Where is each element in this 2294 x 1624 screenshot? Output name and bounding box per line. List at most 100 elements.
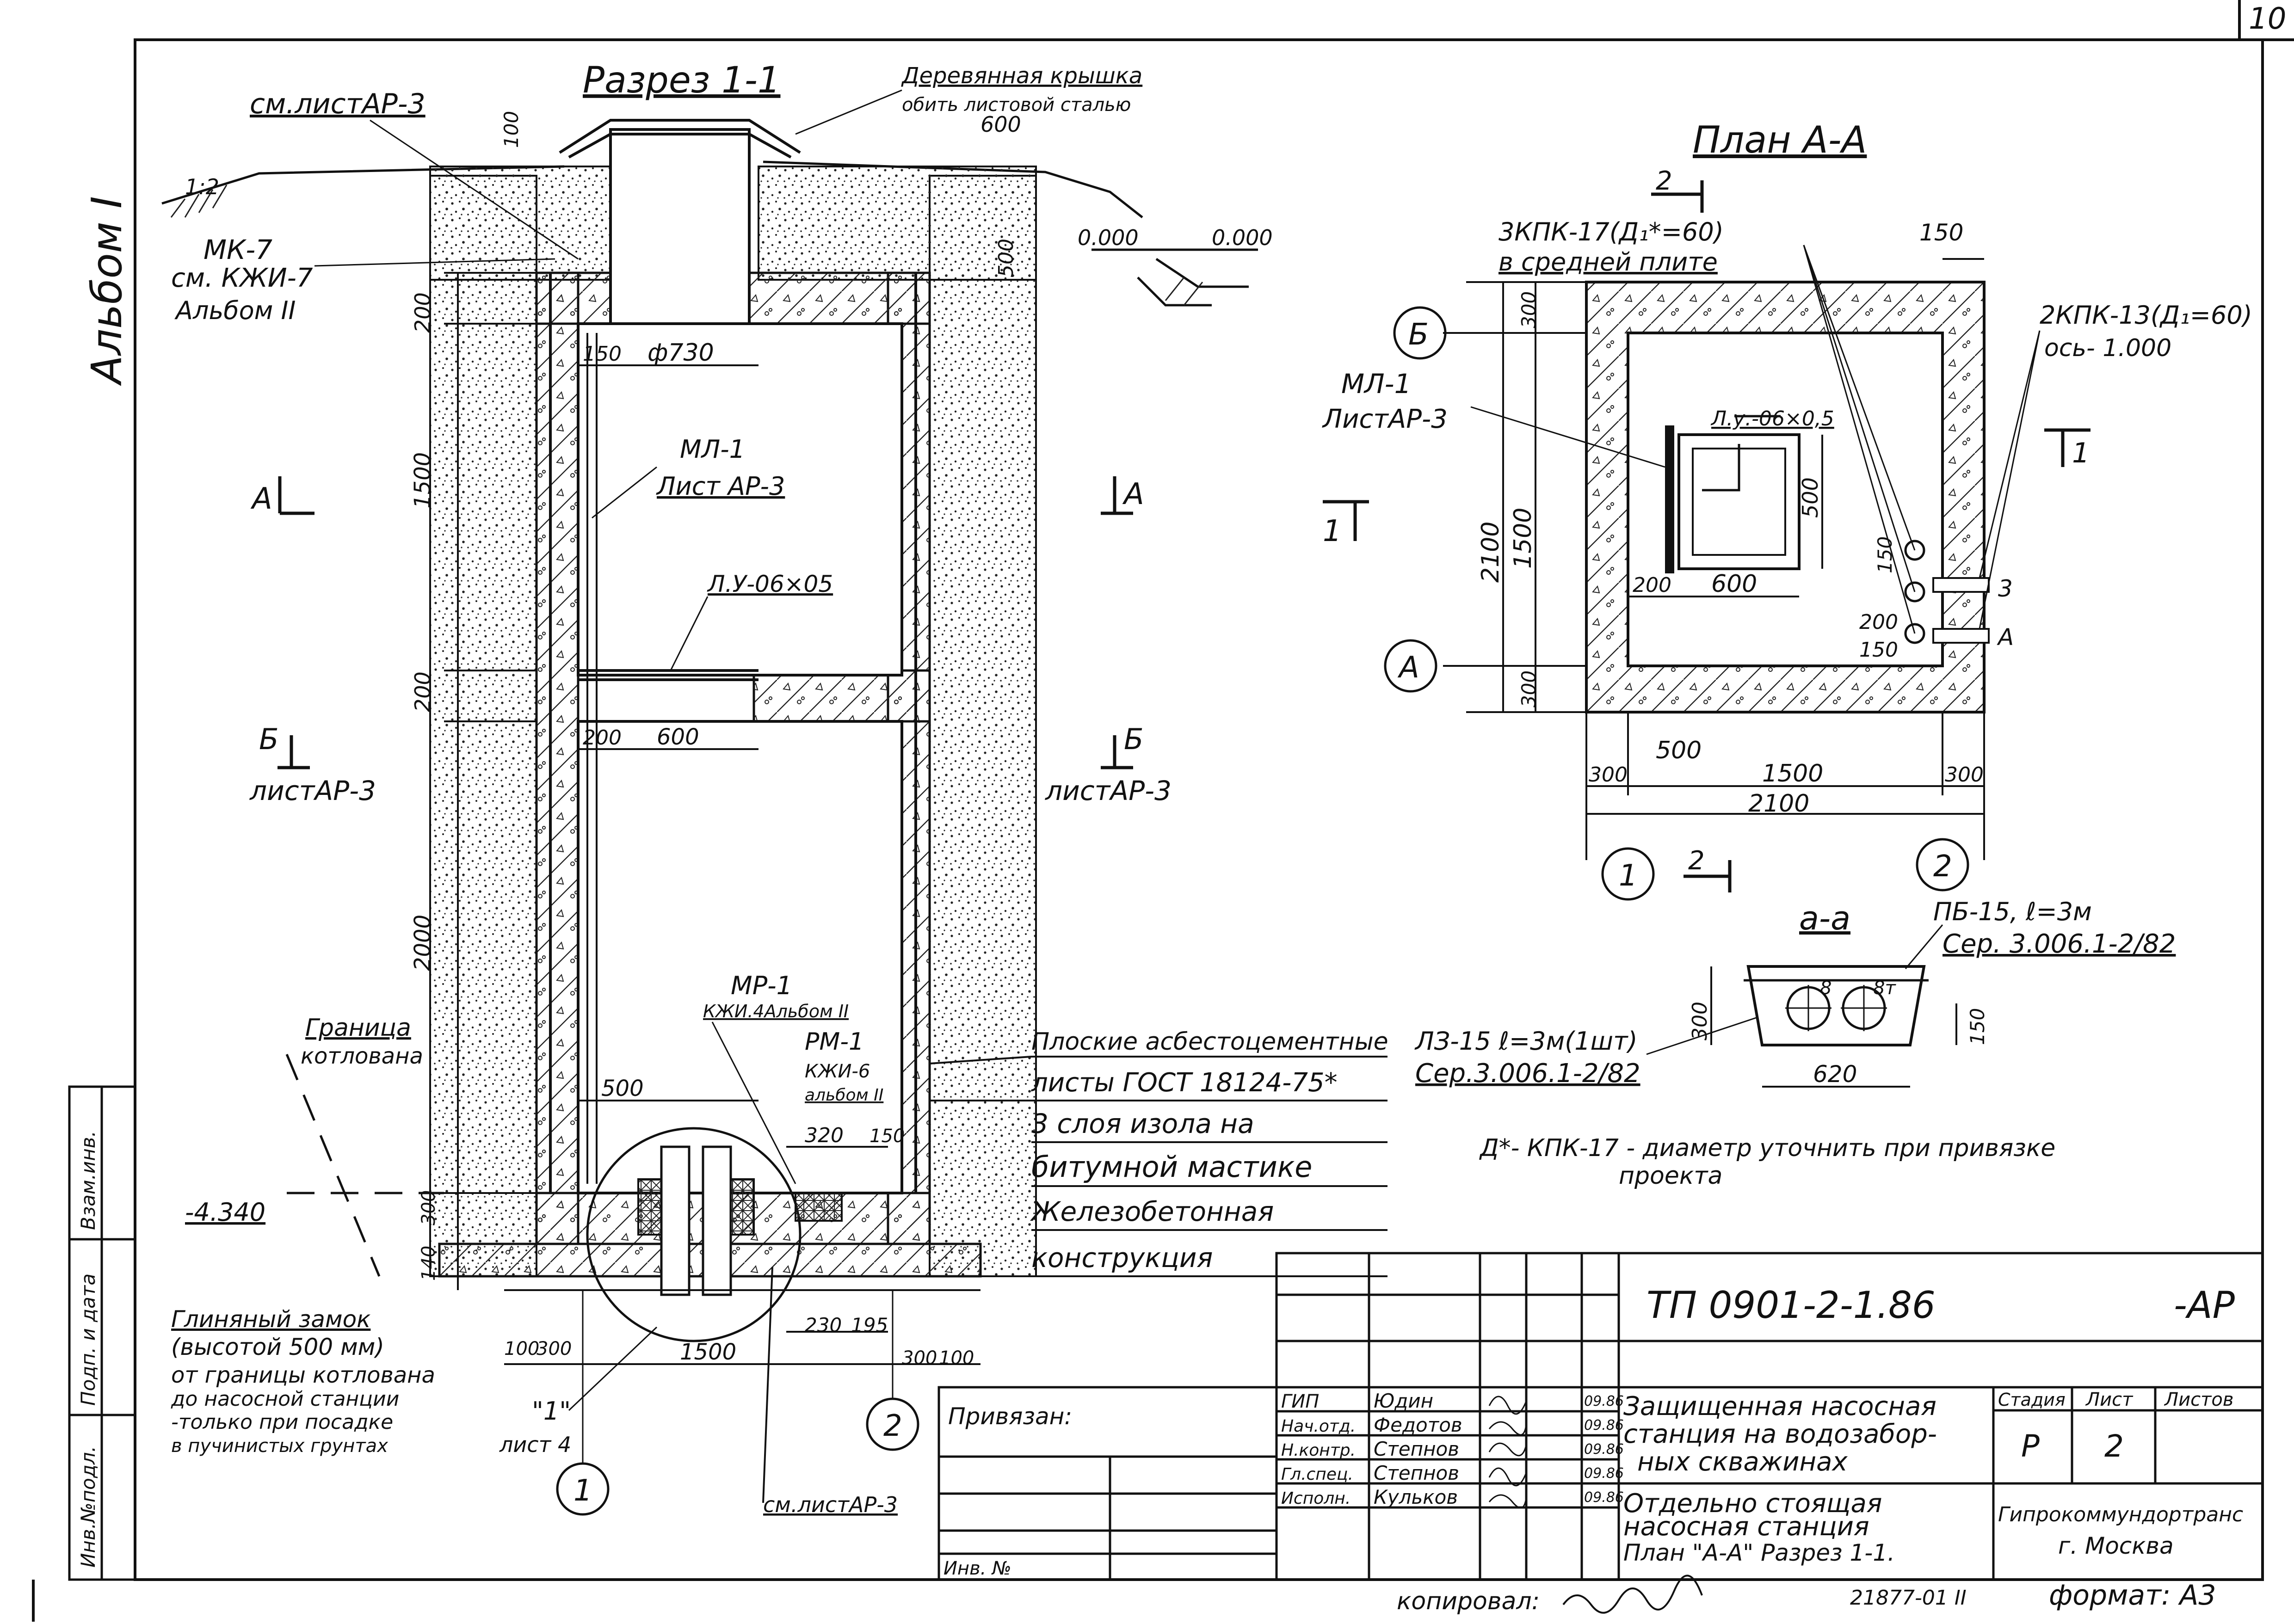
leader (1646, 1016, 1758, 1055)
leader (370, 119, 579, 260)
plan-dim-300-b: 300 (1517, 671, 1540, 707)
rm1-ref2-label: альбом II (805, 1086, 883, 1105)
cut-mark-b-left (278, 735, 310, 769)
sheet-title-1: Отдельно стоящая (1623, 1489, 1882, 1519)
node-1-detail (586, 1127, 843, 1342)
dim-200-b: 200 (410, 671, 435, 712)
plan-mark-3: 3 (1998, 575, 2013, 602)
album-label: Альбом I (83, 196, 131, 386)
plan-kpk13-sublabel: ось- 1.000 (2044, 334, 2171, 362)
object-title-3: ных скважинах (1637, 1447, 1848, 1477)
title-block-grid (937, 1252, 2264, 1581)
dim-195: 195 (851, 1314, 888, 1336)
plan-axis-a-label: А (1397, 651, 1419, 685)
leader (1470, 406, 1665, 468)
plan-ml1-sheet: ЛистАР-3 (1322, 404, 1448, 434)
dim-230: 230 (805, 1314, 842, 1336)
date-5: 09.86 (1584, 1489, 1624, 1506)
dim-100-b: 100 (504, 1338, 539, 1359)
mr1-label: МР-1 (731, 971, 792, 1000)
plan-dim-600: 600 (1711, 570, 1757, 598)
name-5: Кульков (1374, 1486, 1458, 1508)
rm1-label: РМ-1 (805, 1028, 864, 1056)
plan-axis-b-bubble (1393, 306, 1447, 360)
detail-title: а-а (1799, 899, 1850, 937)
plan-dim-1500-v: 1500 (1509, 508, 1537, 569)
dim-600: 600 (980, 112, 1021, 137)
clay-lock-label-2: (высотой 500 мм) (171, 1334, 384, 1360)
leader (1803, 245, 1916, 634)
leader (1979, 330, 2041, 629)
detail-holes (1785, 985, 1887, 1031)
wood-lid-sublabel: обить листовой сталью (902, 94, 1131, 116)
mr1-ref-label: КЖИ.4Альбом II (703, 1001, 849, 1021)
plan-dim-2100-v: 2100 (1477, 522, 1505, 583)
ly-label: Л.У-06×05 (707, 571, 833, 597)
soil-backfill-left (429, 175, 537, 1277)
pit-border-label-1: Граница (305, 1014, 411, 1042)
detail-l315: ЛЗ-15 ℓ=3м(1шт) (1414, 1027, 1638, 1056)
sheet-title-2: насосная станция (1623, 1512, 1869, 1542)
plan-cut-1-right: 1 (2072, 437, 2090, 469)
ml1-label: МЛ-1 (680, 435, 745, 464)
dim-1500-v: 1500 (410, 452, 436, 509)
plan-cut-2-bottom: 2 (1688, 846, 1705, 876)
plan-dim-300-c: 300 (1589, 763, 1628, 787)
detail-hole-8: 8 (1820, 978, 1832, 999)
soil-top-right (758, 166, 1037, 281)
ml1-sheet-label: Лист АР-3 (656, 472, 785, 501)
dim-300: 300 (418, 1190, 439, 1225)
dim-150-b: 150 (870, 1126, 905, 1147)
note-line-2: проекта (1619, 1162, 1722, 1190)
role-nkontr: Н.контр. (1281, 1441, 1356, 1460)
plan-dim-500-h: 500 (1656, 737, 1702, 764)
plan-mark-a: А (1997, 624, 2014, 651)
plan-cut-2-top: 2 (1656, 166, 1672, 196)
org-2: г. Москва (2058, 1532, 2174, 1559)
copier-signature (1562, 1575, 1703, 1614)
plan-cut-1-left: 1 (1323, 514, 1342, 548)
plan-title: План А-А (1693, 118, 1867, 161)
ref-sheet-ar3-bottom: см.листАР-3 (763, 1492, 898, 1517)
legend-line-4: битумной мастике (1031, 1150, 1312, 1184)
date-4: 09.86 (1584, 1465, 1624, 1482)
page-number: 10 (2249, 2, 2286, 36)
dim-500-b: 500 (601, 1076, 644, 1101)
dim-100-c: 100 (939, 1347, 974, 1369)
embankment-hatch (170, 185, 1203, 306)
role-ispoln: Исполн. (1281, 1489, 1350, 1508)
clay-lock-label-5: -только при посадке (171, 1410, 393, 1434)
side-stamp-cell: Взам.инв. (77, 1131, 99, 1230)
plan-dim-150-a: 150 (1874, 536, 1896, 573)
plan-ly-label: Л.у.-06×0,5 (1710, 407, 1834, 431)
org-1: Гипрокоммундортранс (1998, 1503, 2243, 1526)
cut-mark-b-right (1101, 735, 1133, 769)
plan-axis-1-bubble (1601, 847, 1655, 901)
cut-b-left-label: Б (259, 722, 279, 756)
side-stamp (68, 1085, 136, 1581)
legend-line-6: конструкция (1031, 1242, 1213, 1273)
signatures (1488, 1396, 1527, 1509)
axis-1-label: 1 (574, 1474, 592, 1508)
leader (592, 466, 657, 519)
detail-pb15-ser: Сер. 3.006.1-2/82 (1942, 929, 2176, 959)
note-line-1: Д*- КПК-17 - диаметр уточнить при привяз… (1479, 1134, 2055, 1162)
ladder (586, 333, 598, 1184)
dim-200-a: 200 (410, 292, 435, 333)
plan-dim-300-d: 300 (1945, 763, 1984, 787)
leader (795, 89, 902, 135)
legend-line-3: 3 слоя изола на (1031, 1108, 1254, 1139)
axis-2-label: 2 (883, 1409, 902, 1443)
detail-dim-620: 620 (1813, 1061, 1857, 1088)
rc-wall-left (535, 271, 580, 1245)
plan-axis-1-label: 1 (1619, 859, 1638, 893)
batch-number: 21877-01 II (1850, 1586, 1967, 1610)
leader (762, 1267, 773, 1503)
stage-label: Стадия (1998, 1390, 2066, 1410)
clay-lock-label-3: от границы котлована (171, 1362, 435, 1388)
date-3: 09.86 (1584, 1441, 1624, 1458)
node1-label: "1" (532, 1396, 571, 1426)
project-code: ТП 0901-2-1.86 (1646, 1284, 1936, 1327)
section-title: Разрез 1-1 (583, 60, 780, 101)
